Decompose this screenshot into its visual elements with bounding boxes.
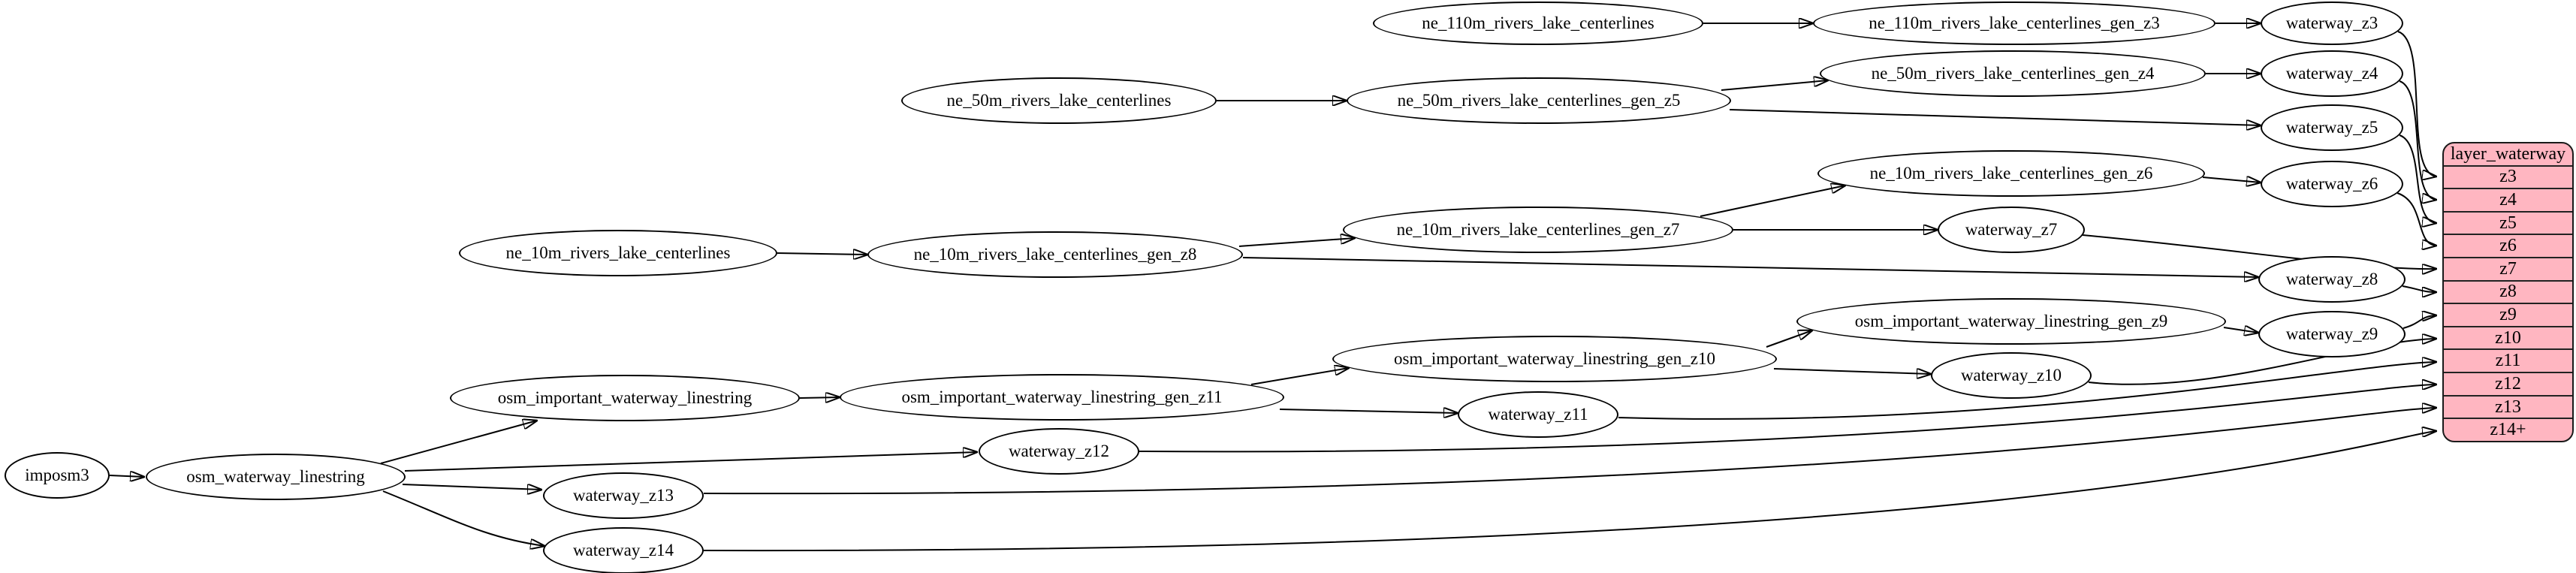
layer-waterway-row-z5: z5 — [2444, 210, 2572, 234]
edge-osm_waterway_linestring-to-waterway_z12 — [404, 452, 977, 472]
edge-ne_10m_rivers_lake_centerlines_gen_z8-to-ne_10m_rivers_lake_centerlines_gen_z7 — [1238, 238, 1355, 247]
edge-waterway_z6-to-layer_waterway.z6 — [2397, 192, 2436, 246]
node-ne_110m_rivers_lake_centerlines_gen_z3: ne_110m_rivers_lake_centerlines_gen_z3 — [1813, 2, 2216, 45]
edge-ne_50m_rivers_lake_centerlines_gen_z5-to-waterway_z5 — [1729, 109, 2261, 125]
edge-waterway_z4-to-layer_waterway.z4 — [2399, 80, 2436, 200]
node-waterway_z3: waterway_z3 — [2261, 2, 2403, 45]
node-waterway_z5: waterway_z5 — [2261, 104, 2403, 151]
edge-waterway_z5-to-layer_waterway.z5 — [2399, 134, 2436, 223]
edge-osm_important_waterway_linestring_gen_z9-to-waterway_z9 — [2223, 327, 2258, 333]
edge-osm_waterway_linestring-to-osm_important_waterway_linestring — [380, 421, 537, 464]
layer-waterway-table-title: layer_waterway — [2450, 143, 2566, 164]
node-ne_50m_rivers_lake_centerlines_gen_z4: ne_50m_rivers_lake_centerlines_gen_z4 — [1820, 50, 2206, 97]
node-waterway_z6: waterway_z6 — [2261, 161, 2403, 207]
node-osm_important_waterway_linestring_gen_z10: osm_important_waterway_linestring_gen_z1… — [1332, 336, 1777, 382]
node-waterway_z11: waterway_z11 — [1458, 391, 1618, 438]
node-ne_10m_rivers_lake_centerlines_gen_z6: ne_10m_rivers_lake_centerlines_gen_z6 — [1817, 150, 2205, 197]
layer-waterway-row-z14+: z14+ — [2444, 418, 2572, 441]
edge-ne_10m_rivers_lake_centerlines-to-ne_10m_rivers_lake_centerlines_gen_z8 — [777, 253, 867, 255]
node-waterway_z4: waterway_z4 — [2261, 50, 2403, 97]
edge-osm_important_waterway_linestring_gen_z11-to-osm_important_waterway_linestring_gen_z10 — [1250, 368, 1349, 385]
node-waterway_z7: waterway_z7 — [1938, 207, 2085, 253]
node-ne_10m_rivers_lake_centerlines_gen_z8: ne_10m_rivers_lake_centerlines_gen_z8 — [867, 231, 1243, 278]
edge-ne_50m_rivers_lake_centerlines_gen_z5-to-ne_50m_rivers_lake_centerlines_gen_z4 — [1721, 80, 1828, 91]
layer-waterway-row-z4: z4 — [2444, 188, 2572, 211]
node-waterway_z10: waterway_z10 — [1931, 352, 2092, 399]
node-waterway_z9: waterway_z9 — [2258, 311, 2406, 357]
node-waterway_z13: waterway_z13 — [543, 472, 704, 519]
node-osm_important_waterway_linestring: osm_important_waterway_linestring — [450, 375, 800, 421]
node-imposm3: imposm3 — [5, 452, 110, 499]
edge-ne_10m_rivers_lake_centerlines_gen_z6-to-waterway_z6 — [2202, 177, 2261, 182]
node-ne_10m_rivers_lake_centerlines: ne_10m_rivers_lake_centerlines — [459, 230, 777, 276]
layer-waterway-row-z12: z12 — [2444, 372, 2572, 395]
edge-waterway_z13-to-layer_waterway.z13 — [703, 408, 2436, 495]
node-ne_10m_rivers_lake_centerlines_gen_z7: ne_10m_rivers_lake_centerlines_gen_z7 — [1343, 207, 1733, 253]
node-ne_50m_rivers_lake_centerlines: ne_50m_rivers_lake_centerlines — [901, 77, 1217, 124]
edge-osm_important_waterway_linestring_gen_z10-to-waterway_z10 — [1773, 368, 1931, 374]
node-waterway_z8: waterway_z8 — [2258, 256, 2406, 303]
layer-waterway-row-z7: z7 — [2444, 257, 2572, 280]
edge-ne_10m_rivers_lake_centerlines_gen_z8-to-waterway_z8 — [1242, 257, 2258, 277]
edge-osm_important_waterway_linestring-to-osm_important_waterway_linestring_gen_z11 — [799, 397, 840, 398]
edge-osm_waterway_linestring-to-waterway_z13 — [402, 484, 541, 490]
edge-waterway_z11-to-layer_waterway.z11 — [1618, 362, 2436, 420]
edge-waterway_z9-to-layer_waterway.z9 — [2403, 315, 2436, 329]
layer-waterway-row-z3: z3 — [2444, 164, 2572, 188]
edge-waterway_z7-to-layer_waterway.z7 — [2082, 234, 2436, 269]
layer-waterway-row-z10: z10 — [2444, 325, 2572, 349]
layer-waterway-row-z9: z9 — [2444, 303, 2572, 326]
edge-waterway_z8-to-layer_waterway.z8 — [2402, 285, 2436, 292]
edge-waterway_z3-to-layer_waterway.z3 — [2397, 31, 2436, 176]
node-waterway_z12: waterway_z12 — [979, 428, 1139, 475]
node-osm_waterway_linestring: osm_waterway_linestring — [146, 454, 406, 500]
node-ne_50m_rivers_lake_centerlines_gen_z5: ne_50m_rivers_lake_centerlines_gen_z5 — [1347, 77, 1731, 124]
edge-osm_waterway_linestring-to-waterway_z14 — [382, 490, 544, 546]
node-osm_important_waterway_linestring_gen_z11: osm_important_waterway_linestring_gen_z1… — [840, 374, 1284, 421]
edge-waterway_z12-to-layer_waterway.z12 — [1137, 385, 2436, 453]
node-waterway_z14: waterway_z14 — [543, 527, 704, 573]
layer-waterway-row-z6: z6 — [2444, 234, 2572, 257]
layer-waterway-row-z13: z13 — [2444, 394, 2572, 418]
edge-ne_10m_rivers_lake_centerlines_gen_z7-to-ne_10m_rivers_lake_centerlines_gen_z6 — [1700, 185, 1845, 217]
edge-imposm3-to-osm_waterway_linestring — [109, 475, 144, 477]
layer-waterway-row-z11: z11 — [2444, 348, 2572, 372]
edge-waterway_z14-to-layer_waterway.z14+ — [703, 431, 2436, 552]
edge-osm_important_waterway_linestring_gen_z10-to-osm_important_waterway_linestring_gen_z9 — [1766, 330, 1812, 348]
node-osm_important_waterway_linestring_gen_z9: osm_important_waterway_linestring_gen_z9 — [1796, 298, 2226, 345]
node-ne_110m_rivers_lake_centerlines: ne_110m_rivers_lake_centerlines — [1373, 2, 1703, 45]
layer-waterway-row-z8: z8 — [2444, 279, 2572, 303]
edge-osm_important_waterway_linestring_gen_z11-to-waterway_z11 — [1279, 409, 1458, 413]
